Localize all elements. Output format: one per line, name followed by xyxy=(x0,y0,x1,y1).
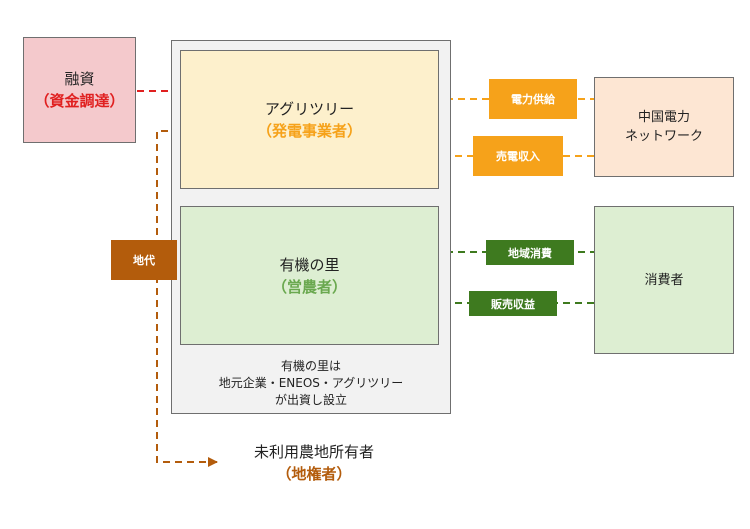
yuki-subtitle: （営農者） xyxy=(271,277,347,296)
land-rent-tag: 地代 xyxy=(111,240,177,280)
group-note-line1: 有機の里は xyxy=(280,359,341,373)
landowner-subtitle: （地権者） xyxy=(276,465,352,483)
agritree-title: アグリツリー xyxy=(264,99,355,118)
group-note-line2: 地元企業・ENEOS・アグリツリー xyxy=(218,376,404,390)
financing-box: 融資 （資金調達） xyxy=(23,37,136,143)
sales-revenue-tag: 販売収益 xyxy=(469,291,557,316)
power-supply-tag: 電力供給 xyxy=(489,79,577,119)
chugoku-box: 中国電力 ネットワーク xyxy=(594,77,734,177)
land-rent-arrow xyxy=(156,130,218,467)
chugoku-line2: ネットワーク xyxy=(624,129,703,144)
agritree-subtitle: （発電事業者） xyxy=(256,121,362,140)
local-consumption-tag: 地域消費 xyxy=(486,240,574,265)
yuki-title: 有機の里 xyxy=(279,255,340,274)
financing-subtitle: （資金調達） xyxy=(34,92,125,110)
group-note-line3: が出資し設立 xyxy=(274,393,347,407)
consumer-title: 消費者 xyxy=(644,272,684,288)
landowner-label: 未利用農地所有者 （地権者） xyxy=(224,441,404,485)
consumer-box: 消費者 xyxy=(594,206,734,354)
landowner-title: 未利用農地所有者 xyxy=(253,443,374,461)
group-note: 有機の里は 地元企業・ENEOS・アグリツリー が出資し設立 xyxy=(171,358,451,409)
financing-title: 融資 xyxy=(64,70,95,88)
power-sales-tag: 売電収入 xyxy=(473,136,563,176)
agritree-box: アグリツリー （発電事業者） xyxy=(180,50,439,189)
chugoku-line1: 中国電力 xyxy=(637,110,690,125)
yuki-box: 有機の里 （営農者） xyxy=(180,206,439,345)
